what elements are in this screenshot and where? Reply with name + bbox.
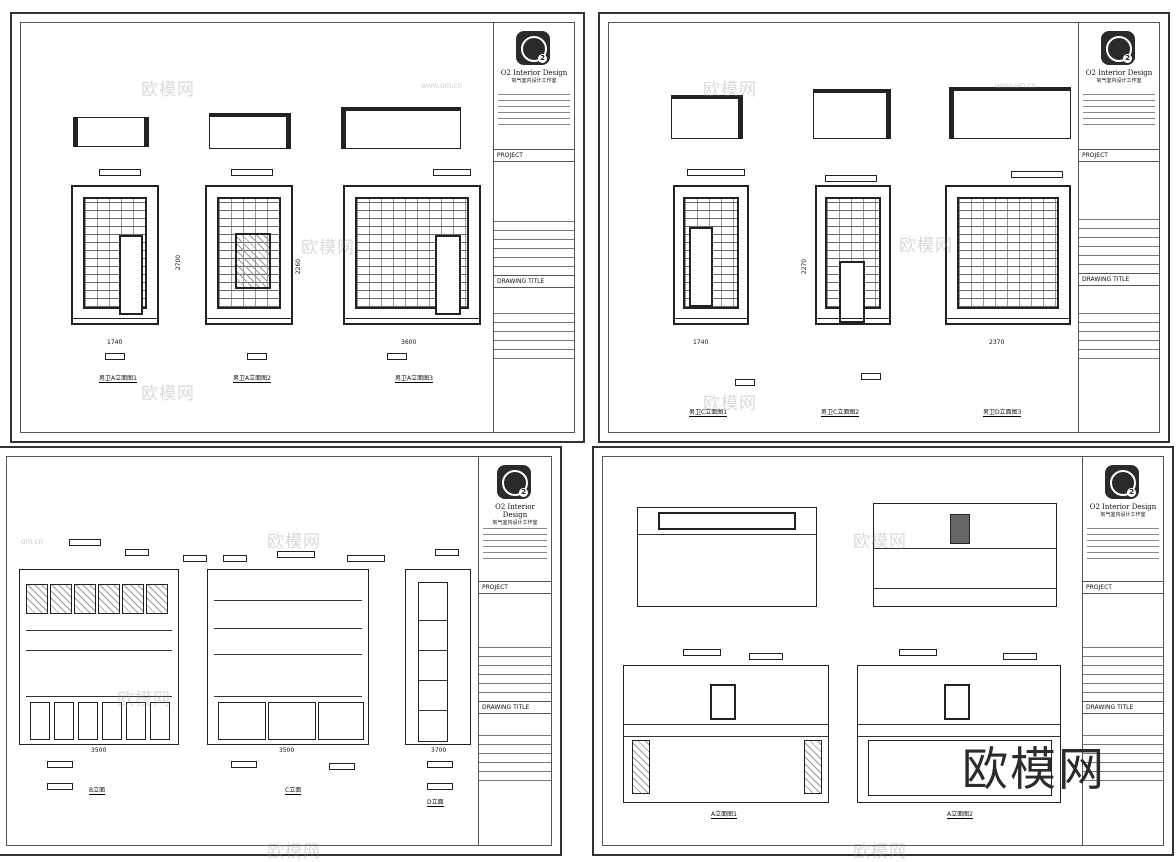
cabinet-elevation-b <box>19 569 179 745</box>
project-label: PROJECT <box>1083 581 1163 594</box>
elevation-caption: A立面图1 <box>711 811 737 819</box>
drawing-title-label: DRAWING TITLE <box>1079 273 1159 286</box>
dim-label: 3500 <box>279 747 295 754</box>
dim-label: 3500 <box>91 747 107 754</box>
elevation-caption: 男卫D立面图3 <box>983 409 1022 417</box>
drawing-title-label: DRAWING TITLE <box>1083 701 1163 714</box>
watermark: 欧模网 <box>267 842 321 862</box>
dim-label: 1740 <box>107 339 123 346</box>
floor-plan-1 <box>671 95 743 139</box>
floor-plan-1 <box>73 117 149 147</box>
watermark: 欧模网 <box>141 80 195 100</box>
watermark: 欧模网 <box>853 842 907 862</box>
dim-label: 3700 <box>431 747 447 754</box>
project-label: PROJECT <box>1079 149 1159 162</box>
project-label: PROJECT <box>479 581 551 594</box>
drawing-title-label: DRAWING TITLE <box>479 701 551 714</box>
drawing-sheet-2: 1740 2270 2370 男卫C立面图1 男卫C立面图2 男卫D立面图3 欧… <box>598 12 1170 443</box>
dim-label: 2700 <box>175 254 183 271</box>
o2-logo: 2 <box>516 31 550 65</box>
elevation-caption: C立面 <box>285 787 302 795</box>
cabinet-elevation-c <box>207 569 369 745</box>
elevation-caption: 男卫A立面图3 <box>395 375 433 383</box>
dim-label: 3600 <box>401 339 417 346</box>
elevation-a2 <box>857 665 1061 803</box>
watermark: 欧模网 <box>141 384 195 404</box>
elevation-caption: 男卫C立面图2 <box>821 409 860 417</box>
elevation-caption: A立面图2 <box>947 811 973 819</box>
elevation-caption: B立面 <box>89 787 106 795</box>
floor-plan-3 <box>949 87 1071 139</box>
floor-plan-3 <box>341 107 461 149</box>
o2-logo: 2 <box>1105 465 1139 499</box>
elevation-caption: D立面 <box>427 799 444 807</box>
drawing-sheet-3: 3500 3500 3700 B立面 C立面 D立面 欧模网 om.cn 欧模网… <box>0 446 562 862</box>
ceiling-plan-1 <box>637 507 817 607</box>
dim-label: 2370 <box>989 339 1005 346</box>
sheet-border: 2700 1740 2260 3600 男卫A立面图1 男卫A立面图2 男卫A立… <box>20 22 575 433</box>
drawing-sheet-4: A立面图1 A立面图2 欧模网 欧模网 2 O2 Interior Design… <box>592 446 1174 862</box>
elevation-caption: 男卫C立面图1 <box>689 409 728 417</box>
floor-plan-2 <box>209 113 291 149</box>
ceiling-plan-2 <box>873 503 1057 607</box>
cabinet-elevation-d <box>405 569 471 745</box>
o2-logo: 2 <box>497 465 531 499</box>
watermark-url: www.om.cn <box>421 81 462 90</box>
elevation-2 <box>815 185 891 325</box>
dim-label: 2270 <box>801 258 809 275</box>
elevation-3 <box>945 185 1071 325</box>
elevation-3 <box>343 185 481 325</box>
watermark: 欧模网 <box>267 532 321 552</box>
elevation-a1 <box>623 665 829 803</box>
dim-label: 1740 <box>693 339 709 346</box>
sheet-border: 1740 2270 2370 男卫C立面图1 男卫C立面图2 男卫D立面图3 欧… <box>608 22 1160 433</box>
o2-logo: 2 <box>1101 31 1135 65</box>
elevation-1 <box>71 185 159 325</box>
elevation-1 <box>673 185 749 325</box>
site-watermark: 欧模网 <box>962 742 1106 796</box>
sheet-border: 3500 3500 3700 B立面 C立面 D立面 欧模网 om.cn 欧模网… <box>6 456 552 862</box>
elevation-caption: 男卫A立面图2 <box>233 375 271 383</box>
drawing-sheet-1: 2700 1740 2260 3600 男卫A立面图1 男卫A立面图2 男卫A立… <box>10 12 585 443</box>
elevation-caption: 男卫A立面图1 <box>99 375 137 383</box>
watermark-edge: om.cn <box>21 537 43 546</box>
floor-plan-2 <box>813 89 891 139</box>
dim-label: 2260 <box>295 258 303 275</box>
elevation-2 <box>205 185 293 325</box>
project-label: PROJECT <box>494 149 574 162</box>
drawing-title-label: DRAWING TITLE <box>494 275 574 288</box>
